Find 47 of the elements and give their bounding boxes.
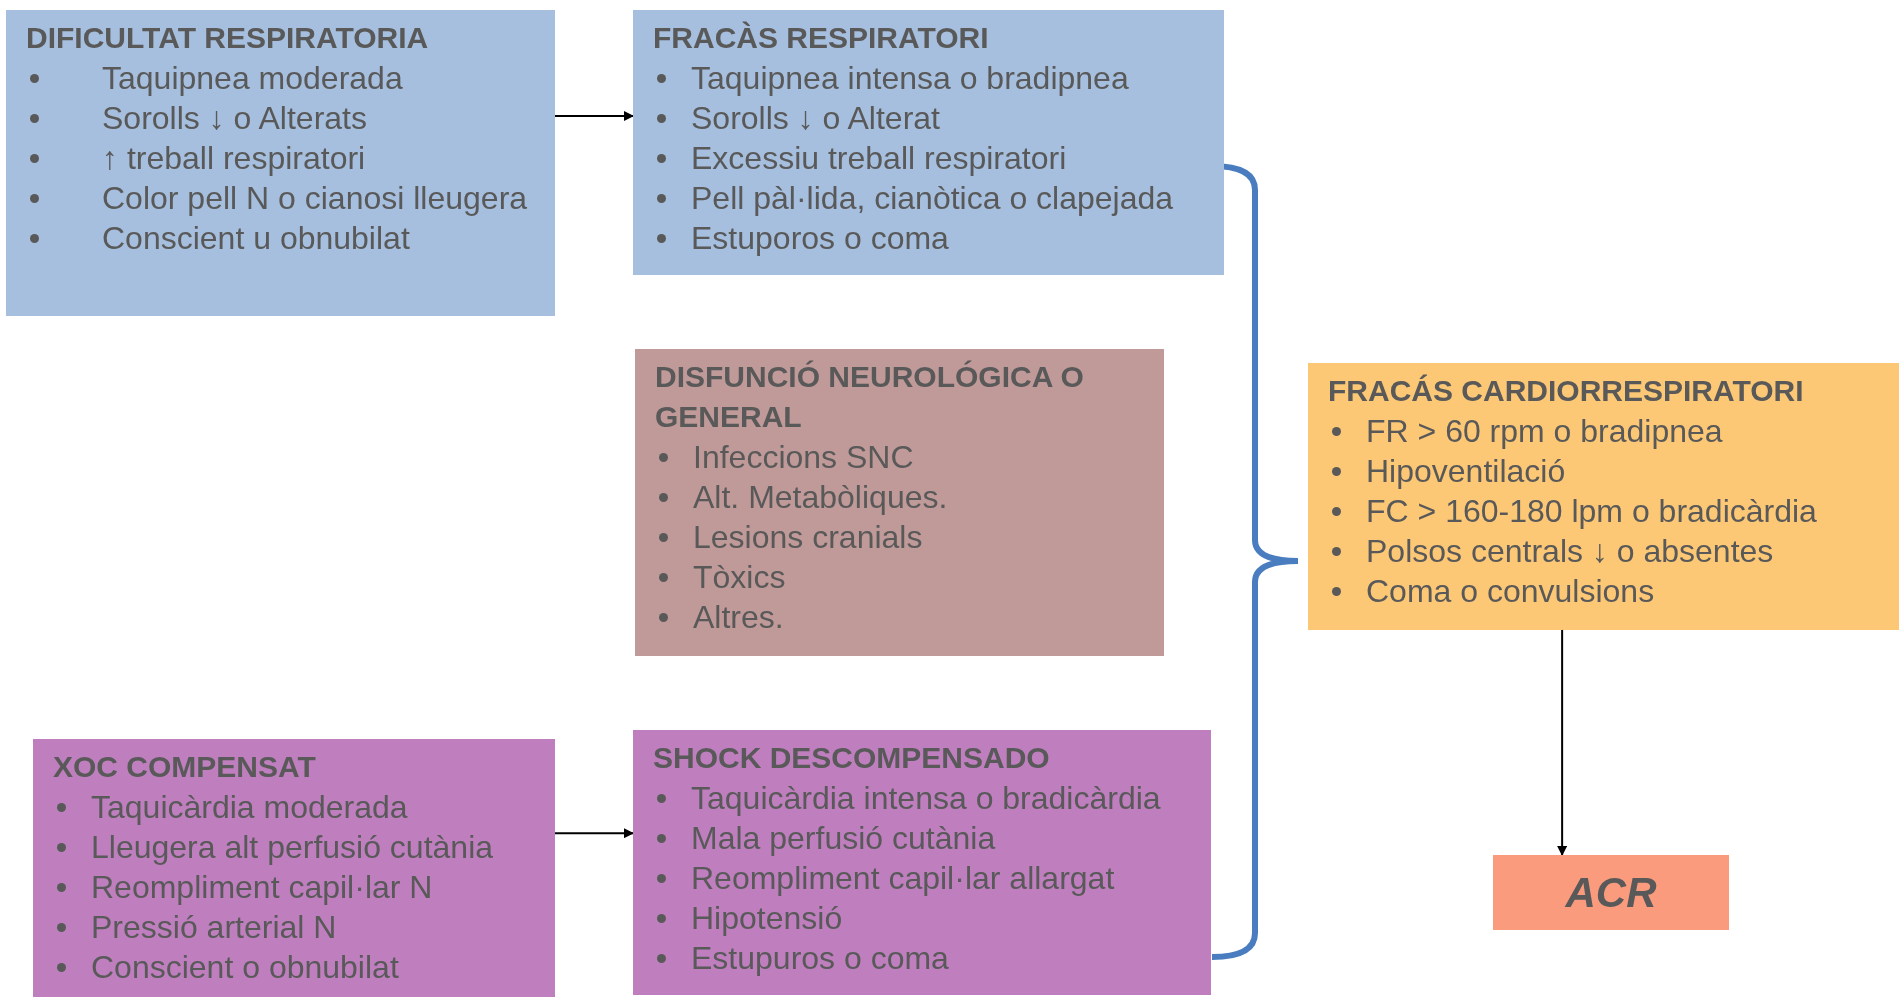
bullet-item: Altres. (693, 598, 785, 637)
bullet-item: Mala perfusió cutània (691, 819, 997, 858)
info-box (635, 349, 1164, 656)
bullet-item: Coma o convulsions (1366, 572, 1656, 611)
bullet-item: Pell pàl·lida, cianòtica o clapejada (691, 179, 1175, 218)
bullet-item: Lleugera alt perfusió cutània (91, 828, 495, 867)
bullet-item: Excessiu treball respiratori (691, 139, 1068, 178)
box-heading: SHOCK DESCOMPENSADO (653, 740, 1051, 776)
bullet-item: Conscient o obnubilat (91, 948, 400, 987)
result-box (1493, 855, 1729, 930)
bullet-item: Reompliment capil·lar allargat (691, 859, 1116, 898)
info-box (33, 739, 555, 997)
box-heading: DIFICULTAT RESPIRATORIA (26, 20, 430, 56)
box-heading: FRACÁS CARDIORRESPIRATORI (1328, 373, 1805, 409)
bullet-item: Hipoventilació (1366, 452, 1567, 491)
bullet-item: Alt. Metabòliques. (693, 478, 949, 517)
bullet-item: Pressió arterial N (91, 908, 338, 947)
bullet-item: Color pell N o cianosi lleugera (102, 179, 529, 218)
box-heading: FRACÀS RESPIRATORI (653, 20, 990, 56)
bullet-item: Polsos centrals ↓ o absentes (1366, 532, 1775, 571)
arrow (554, 828, 634, 839)
box-title: ACR (1564, 867, 1658, 918)
bullet-item: Conscient u obnubilat (102, 219, 411, 258)
bullet-item: FR > 60 rpm o bradipnea (1366, 412, 1724, 451)
info-box (1308, 363, 1899, 630)
bullet-item: Tòxics (693, 558, 787, 597)
bullet-item: Infeccions SNC (693, 438, 915, 477)
bullet-item: ↑ treball respiratori (102, 139, 367, 178)
bullet-item: Sorolls ↓ o Alterats (102, 99, 368, 138)
bullet-item: Taquicàrdia intensa o bradicàrdia (691, 779, 1162, 818)
bullet-item: Taquicàrdia moderada (91, 788, 409, 827)
bullet-item: Hipotensió (691, 899, 844, 938)
info-box (633, 10, 1224, 275)
bullet-item: FC > 160-180 lpm o bradicàrdia (1366, 492, 1818, 531)
bullet-item: Lesions cranials (693, 518, 924, 557)
box-heading: XOC COMPENSAT (53, 749, 317, 785)
bullet-item: Taquipnea moderada (102, 59, 404, 98)
arrow (1557, 629, 1568, 856)
box-heading: DISFUNCIÓ NEUROLÓGICA O GENERAL (655, 359, 1085, 435)
bullet-item: Reompliment capil·lar N (91, 868, 434, 907)
info-box (6, 10, 555, 316)
bullet-item: Estuporos o coma (691, 219, 950, 258)
info-box (633, 730, 1211, 995)
bullet-item: Taquipnea intensa o bradipnea (691, 59, 1130, 98)
bullet-item: Sorolls ↓ o Alterat (691, 99, 941, 138)
bullet-item: Estupuros o coma (691, 939, 950, 978)
arrow (554, 111, 634, 121)
